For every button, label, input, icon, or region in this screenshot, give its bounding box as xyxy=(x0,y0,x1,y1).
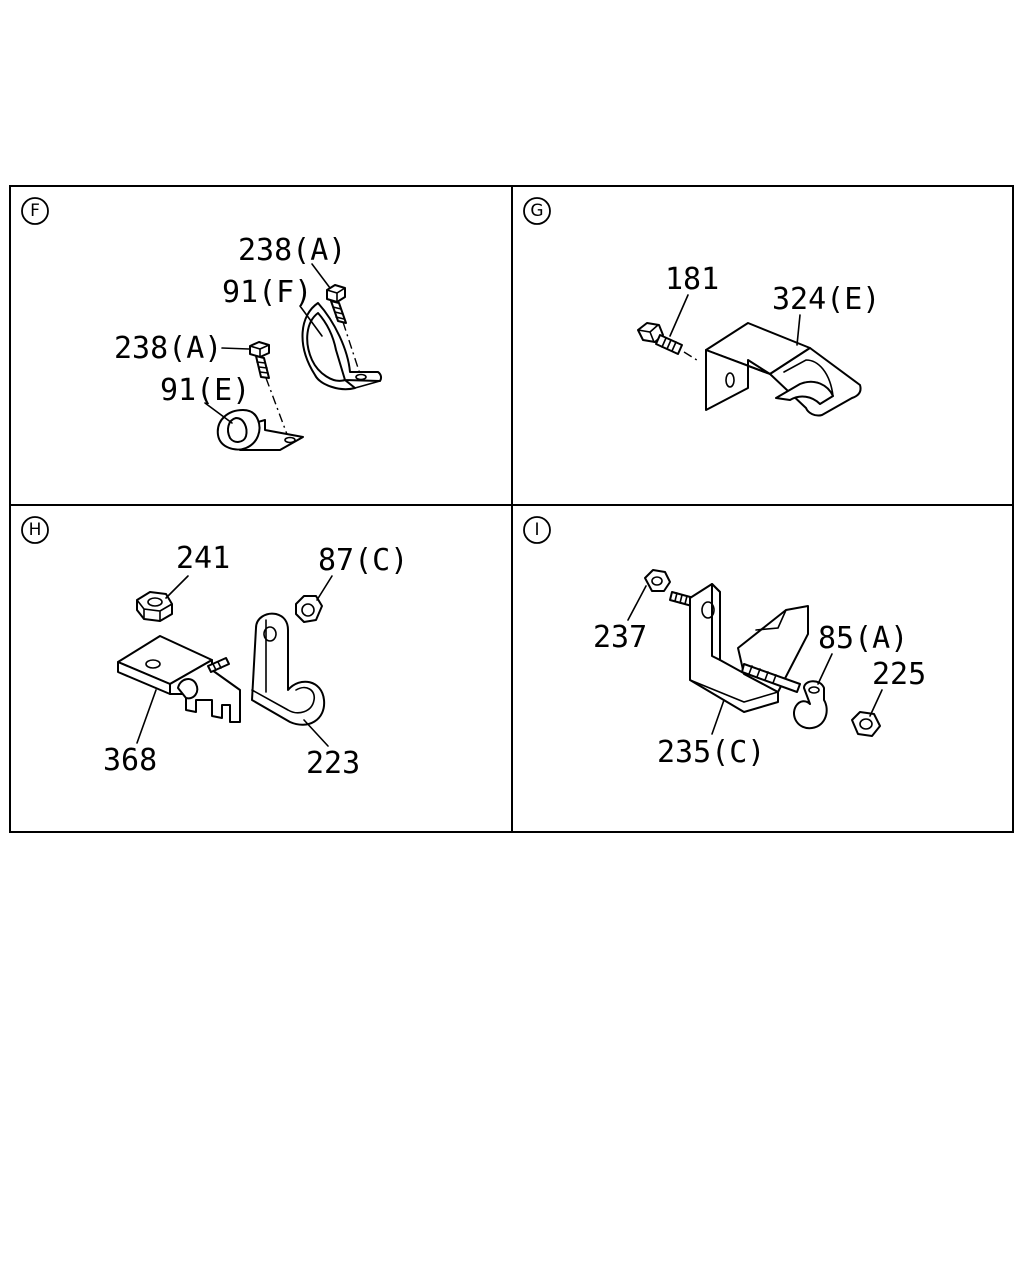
panel-h-letter: H xyxy=(29,520,42,540)
callout-223: 223 xyxy=(306,746,360,781)
panel-f-letter: F xyxy=(30,201,40,221)
panel-h-badge: H xyxy=(21,516,49,544)
clip-91e xyxy=(216,409,304,451)
panel-g-letter: G xyxy=(530,201,543,221)
nut-241 xyxy=(136,591,173,622)
callout-237: 237 xyxy=(593,620,647,655)
clip-91f xyxy=(301,302,383,391)
callout-87c: 87(C) xyxy=(318,543,408,578)
callout-85a: 85(A) xyxy=(818,621,908,656)
bracket-324e xyxy=(705,322,862,417)
stud-clip xyxy=(741,663,801,693)
panel-f-badge: F xyxy=(21,197,49,225)
callout-368: 368 xyxy=(103,743,157,778)
nut-237 xyxy=(644,569,671,592)
bolt-238a-upper xyxy=(326,284,347,324)
callout-235c: 235(C) xyxy=(657,735,765,770)
callout-324e: 324(E) xyxy=(772,282,880,317)
nut-87c xyxy=(295,595,323,623)
panel-i: I xyxy=(523,516,926,770)
callout-238a-lower: 238(A) xyxy=(114,331,222,366)
bolt-181 xyxy=(637,322,683,355)
clamp-223 xyxy=(251,612,326,726)
panel-i-badge: I xyxy=(523,516,551,544)
callout-241: 241 xyxy=(176,541,230,576)
nut-225 xyxy=(851,711,881,737)
callout-181: 181 xyxy=(665,262,719,297)
bracket-235c xyxy=(689,583,809,713)
panel-i-letter: I xyxy=(534,520,539,540)
callout-225: 225 xyxy=(872,657,926,692)
panel-h: H 241 87 xyxy=(21,516,408,781)
callout-238a-upper: 238(A) xyxy=(238,233,346,268)
panel-f: F 238(A) xyxy=(21,197,383,451)
panel-g: G 181 324(E) xyxy=(523,197,880,417)
callout-91f: 91(F) xyxy=(222,275,312,310)
bolt-238a-lower xyxy=(249,341,270,379)
panel-grid xyxy=(9,185,1014,833)
bracket-368 xyxy=(117,635,241,723)
panel-g-badge: G xyxy=(523,197,551,225)
callout-91e: 91(E) xyxy=(160,373,250,408)
